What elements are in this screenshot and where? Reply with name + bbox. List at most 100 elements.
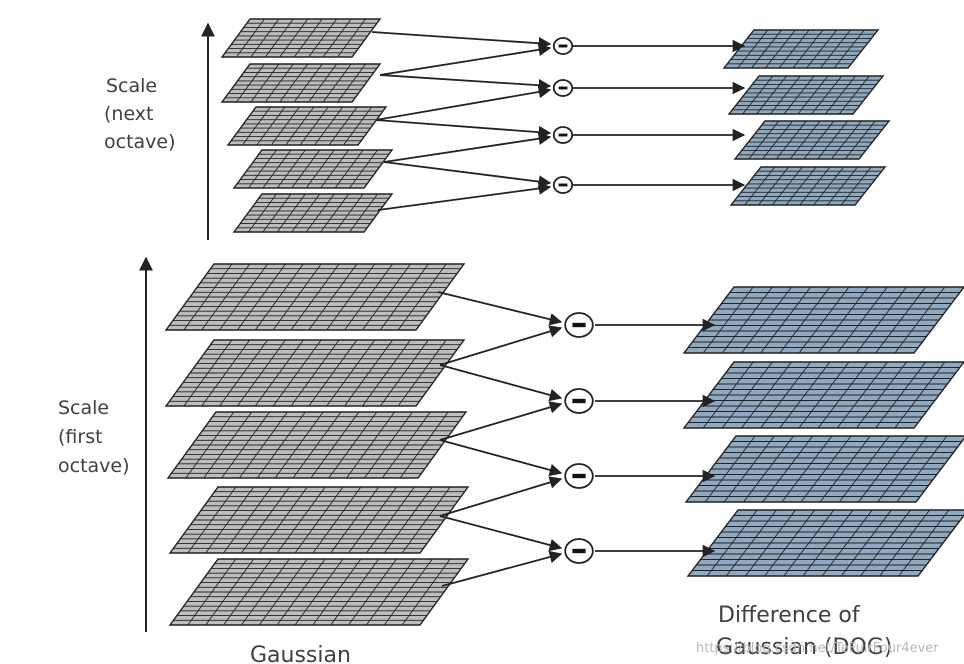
next-minus-operator-4 [552,176,574,194]
grid-line [813,166,845,206]
grid-surface [729,166,887,206]
grid-line [290,263,340,331]
grid-line [312,486,362,554]
grid-line [236,18,265,58]
grid-line [348,486,397,554]
first-arrow-in-lower-1 [439,325,563,366]
grid-line [262,149,292,189]
grid-line [305,193,335,233]
grid-line [308,63,338,103]
grid-line [276,193,306,233]
grid-line [326,339,376,407]
grid-line [349,193,378,233]
grid-line [762,120,793,160]
next-octave-label: Scale (next octave) [104,75,176,153]
grid-line [827,166,858,206]
grid-line [877,435,929,503]
dog-layer-first-3 [684,435,964,503]
grid-line [894,361,946,429]
grid-surface [220,18,382,58]
grid-line [326,263,376,331]
dog-layer-next-4 [729,166,887,206]
grid-line [344,263,393,331]
gaussian-layer-first-3 [166,411,468,479]
next-minus-operator-1 [552,37,574,55]
grid-layers [164,18,964,626]
grid-line [825,75,856,115]
grid-line [840,166,872,206]
grid-line [898,509,950,577]
grid-line [330,558,380,626]
grid-line [308,263,358,331]
first-arrow-in-upper-2 [439,364,563,402]
grid-line [748,120,780,160]
grid-line [330,486,380,554]
grid-line [250,63,280,103]
grid-line [334,149,364,189]
grid-line [799,166,831,206]
grid-line [328,411,378,479]
grid-line [349,149,378,189]
grid-line [256,106,286,146]
grid-line [879,509,931,577]
next-arrow-in-lower-4 [377,182,552,211]
grid-line [320,193,350,233]
grid-line [756,75,787,115]
next-minus-operator-3 [552,126,574,144]
grid-line [366,558,415,626]
grid-line [322,18,352,58]
grid-line [397,263,447,331]
next-arrow-in-upper-1 [371,31,552,50]
first-minus-operator-3 [564,463,594,489]
grid-line [320,149,350,189]
grid-surface [232,193,394,233]
first-arrow-in-upper-4 [439,515,563,552]
subtraction-operators [552,37,594,564]
grid-line [789,120,821,160]
connector-arrows [371,31,746,587]
grid-line [844,120,876,160]
next-arrow-in-lower-3 [383,132,552,163]
grid-line [401,558,451,626]
first-arrow-in-lower-4 [441,550,563,587]
grid-line [364,411,413,479]
dog-layer-next-3 [733,120,891,160]
first-arrow-in-lower-3 [439,476,563,517]
grid-line [348,558,397,626]
minus-icon [558,133,568,137]
grid-surface [727,75,885,115]
gaussian-layer-first-1 [164,263,466,331]
grid-line [401,486,451,554]
grid-surface [220,63,382,103]
grid-line [308,18,338,58]
grid-line [817,120,849,160]
grid-line [293,18,323,58]
grid-line [343,106,372,146]
grid-line [775,120,807,160]
dog-label: Difference of Gaussian (DOG) [716,603,892,660]
gaussian-layer-next-2 [220,63,382,103]
dog-layer-next-2 [727,75,885,115]
gaussian-layer-first-2 [164,339,466,407]
first-minus-operator-1 [564,312,594,338]
gaussian-layer-next-4 [232,149,394,189]
grid-line [811,75,843,115]
grid-line [778,29,810,69]
gaussian-layer-first-4 [168,486,470,554]
next-minus-operator-2 [552,79,574,97]
minus-icon [572,398,586,404]
grid-line [397,339,447,407]
grid-line [305,149,335,189]
dog-layer-first-2 [682,361,964,429]
first-arrow-in-lower-2 [439,401,563,441]
first-minus-operator-2 [564,388,594,414]
grid-line [737,29,769,69]
grid-line [366,486,415,554]
watermark: https://blog.csdn.net/TeFuirFour4ever [696,641,939,656]
grid-line [328,106,358,146]
grid-line [346,411,395,479]
grid-line [308,339,358,407]
grid-line [264,63,294,103]
grid-line [248,149,277,189]
grid-line [279,18,309,58]
